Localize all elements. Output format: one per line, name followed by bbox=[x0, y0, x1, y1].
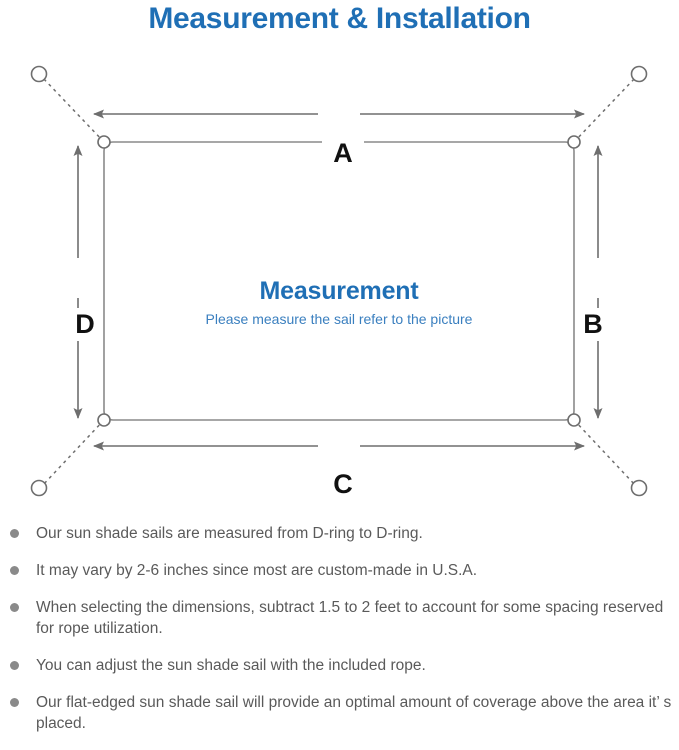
dimension-label-b: B bbox=[578, 308, 608, 341]
list-item-text: It may vary by 2-6 inches since most are… bbox=[36, 562, 478, 579]
list-item-text: Our flat-edged sun shade sail will provi… bbox=[36, 694, 672, 732]
rope-top-right bbox=[573, 76, 637, 143]
sail-center-subtitle: Please measure the sail refer to the pic… bbox=[205, 311, 473, 327]
list-item-text: Our sun shade sails are measured from D-… bbox=[36, 525, 423, 542]
rope-bottom-left bbox=[41, 419, 105, 487]
d-ring-top-left bbox=[97, 135, 111, 149]
anchor-point-bottom-right bbox=[630, 479, 648, 497]
bullet-icon bbox=[10, 566, 19, 575]
list-item: When selecting the dimensions, subtract … bbox=[0, 597, 679, 639]
notes-list: Our sun shade sails are measured from D-… bbox=[0, 523, 679, 750]
d-ring-bottom-left bbox=[97, 413, 111, 427]
rope-top-left bbox=[41, 76, 105, 143]
dimension-label-a: A bbox=[322, 140, 364, 167]
anchor-point-top-left bbox=[30, 65, 48, 83]
measurement-diagram: A B C D Measurement Please measure the s… bbox=[0, 46, 679, 521]
anchor-point-bottom-left bbox=[30, 479, 48, 497]
list-item-text: When selecting the dimensions, subtract … bbox=[36, 599, 664, 637]
bullet-icon bbox=[10, 603, 19, 612]
list-item: It may vary by 2-6 inches since most are… bbox=[0, 560, 679, 581]
page-title: Measurement & Installation bbox=[148, 2, 531, 35]
diagram-svg bbox=[30, 65, 648, 497]
bullet-icon bbox=[10, 661, 19, 670]
d-ring-bottom-right bbox=[567, 413, 581, 427]
d-ring-top-right bbox=[567, 135, 581, 149]
list-item-text: You can adjust the sun shade sail with t… bbox=[36, 657, 426, 674]
bullet-icon bbox=[10, 698, 19, 707]
bullet-icon bbox=[10, 529, 19, 538]
list-item: Our flat-edged sun shade sail will provi… bbox=[0, 692, 679, 734]
list-item: You can adjust the sun shade sail with t… bbox=[0, 655, 679, 676]
dimension-label-c: C bbox=[322, 471, 364, 498]
anchor-point-top-right bbox=[630, 65, 648, 83]
list-item: Our sun shade sails are measured from D-… bbox=[0, 523, 679, 544]
rope-bottom-right bbox=[573, 419, 637, 487]
sail-center-text: Measurement Please measure the sail refe… bbox=[104, 275, 574, 329]
sail-center-title: Measurement bbox=[259, 277, 419, 305]
dimension-label-d: D bbox=[69, 308, 101, 341]
